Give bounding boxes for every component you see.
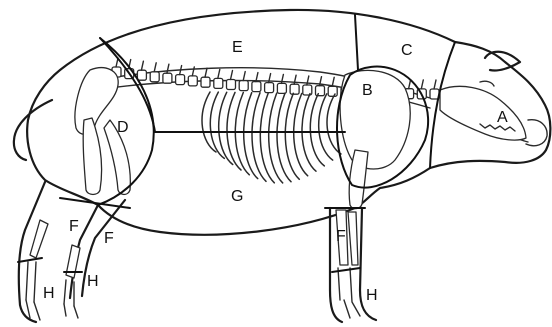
hind-legs xyxy=(19,182,125,322)
vertebra xyxy=(265,83,274,93)
label-a: A xyxy=(497,109,508,126)
label-g: G xyxy=(231,188,243,205)
label-h-front: H xyxy=(366,287,378,304)
label-b: B xyxy=(362,82,373,99)
label-f-hind-left: F xyxy=(69,218,79,235)
vertebra xyxy=(201,77,210,87)
vertebra-spine xyxy=(141,61,143,70)
vertebra xyxy=(328,86,337,96)
vertebra xyxy=(137,70,146,80)
tail xyxy=(14,100,52,160)
vertebra xyxy=(214,78,223,88)
vertebra xyxy=(188,76,197,86)
vertebra-spine xyxy=(205,68,207,77)
label-d: D xyxy=(117,119,129,136)
vertebra-spine xyxy=(409,80,411,89)
vertebra xyxy=(239,81,248,91)
label-f-hind-right: F xyxy=(104,230,114,247)
rib-cage xyxy=(202,92,341,183)
vertebra-spine xyxy=(231,71,233,80)
vertebra xyxy=(316,86,325,96)
label-h-hind-left: H xyxy=(43,285,55,302)
label-h-hind-right: H xyxy=(87,273,99,290)
vertebra xyxy=(252,82,261,92)
femur-bone xyxy=(83,118,101,195)
vertebra xyxy=(163,73,172,83)
label-e: E xyxy=(232,39,243,56)
vertebra xyxy=(150,72,159,82)
vertebra-spine xyxy=(243,72,245,81)
vertebra xyxy=(290,84,299,94)
vertebra-spine xyxy=(180,66,182,75)
front-leg xyxy=(330,208,376,322)
skull-bone xyxy=(440,86,526,140)
vertebra xyxy=(227,80,236,90)
label-c: C xyxy=(401,42,413,59)
vertebra-spine xyxy=(154,63,156,72)
eye-outline xyxy=(480,81,494,86)
vertebra-spine xyxy=(434,80,436,89)
snout-outline xyxy=(526,120,547,146)
scapula-bone xyxy=(340,70,410,169)
vertebra-spine xyxy=(192,67,194,76)
vertebra-spine xyxy=(218,69,220,78)
vertebra-spine xyxy=(332,77,334,86)
label-f-front: F xyxy=(336,228,346,245)
vertebra xyxy=(176,75,185,85)
vertebra xyxy=(277,83,286,93)
vertebra-spine xyxy=(167,64,169,73)
vertebra-spine xyxy=(421,80,423,89)
